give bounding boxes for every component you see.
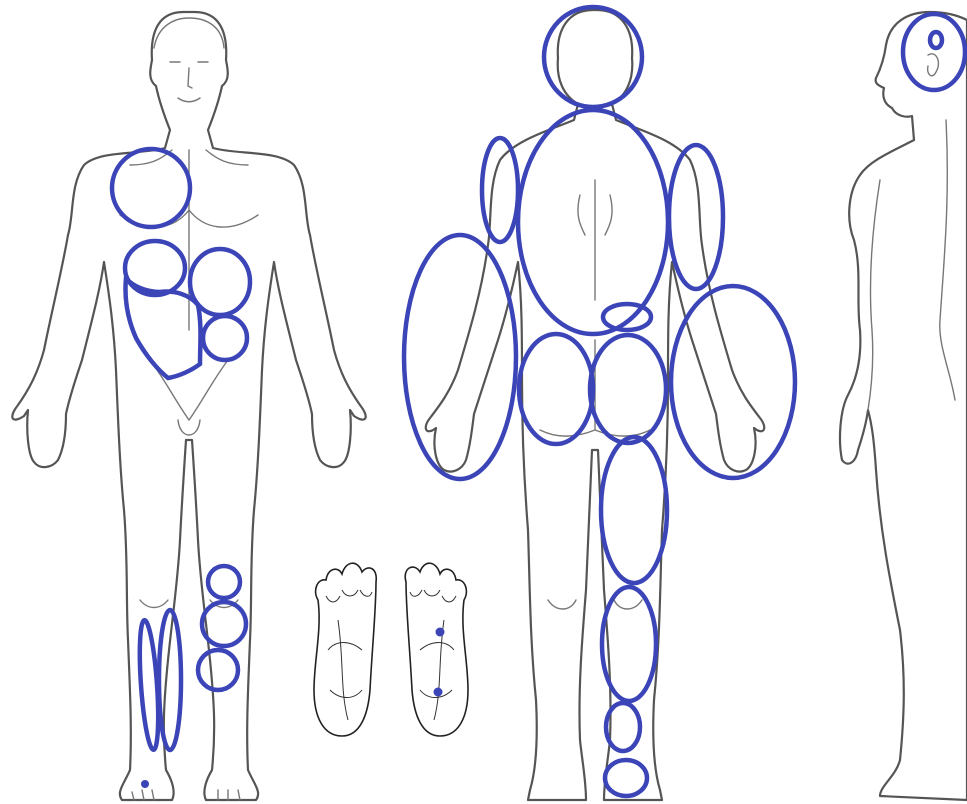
marker-right-foot-top[interactable] <box>141 780 149 788</box>
back-body-figure <box>426 10 765 800</box>
front-body-figure <box>12 12 365 800</box>
marker-left-sole-heel[interactable] <box>434 688 443 697</box>
marker-left-sole-ball[interactable] <box>436 628 445 637</box>
side-body-outline <box>840 12 967 800</box>
foot-soles-figure <box>314 563 468 736</box>
side-body-figure <box>840 12 967 800</box>
front-body-outline <box>12 12 365 800</box>
right-foot-sole <box>314 563 376 736</box>
